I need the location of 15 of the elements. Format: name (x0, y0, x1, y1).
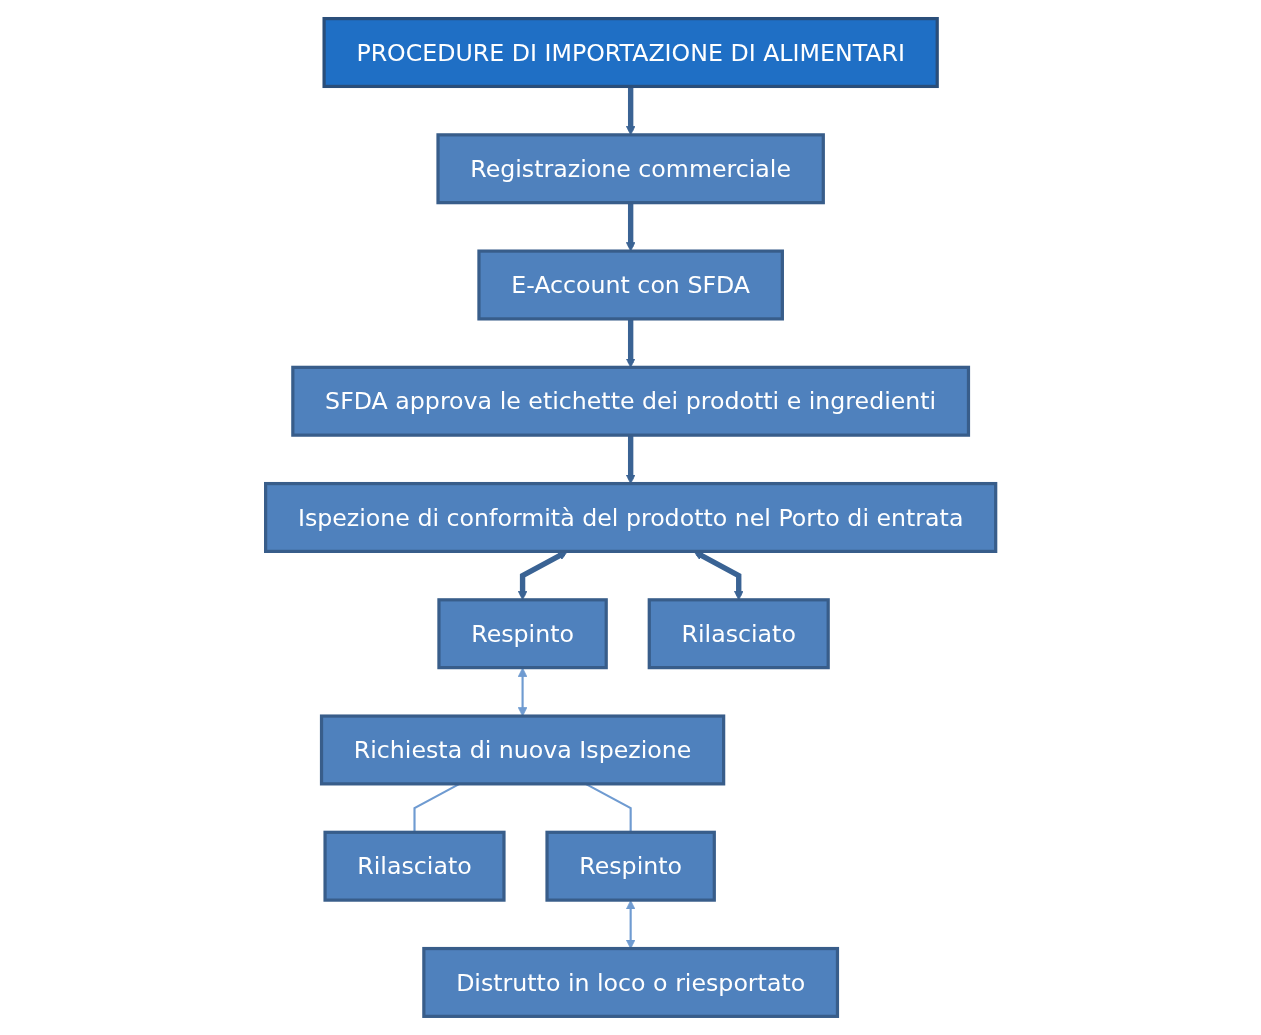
node-box: Respinto (437, 598, 608, 670)
node-box: E-Account con SFDA (477, 249, 784, 321)
arrow (625, 900, 636, 949)
arrow (625, 318, 636, 368)
node-box: Distrutto in loco o riesportato (422, 946, 839, 1018)
node-box: PROCEDURE DI IMPORTAZIONE DI ALIMENTARI (322, 17, 939, 89)
node-box: Respinto (545, 830, 716, 902)
node-box: Richiesta di nuova Ispezione (319, 714, 726, 786)
node-box: Ispezione di conformità del prodotto nel Porto di entrata (263, 482, 998, 553)
node-box: Rilasciato (323, 830, 506, 902)
arrow (517, 667, 528, 717)
arrow (625, 202, 636, 252)
node-box: Rilasciato (647, 598, 830, 670)
node-box: Registrazione commerciale (436, 133, 825, 205)
node-box: SFDA approva le etichette dei prodotti e ingredienti (291, 365, 970, 437)
